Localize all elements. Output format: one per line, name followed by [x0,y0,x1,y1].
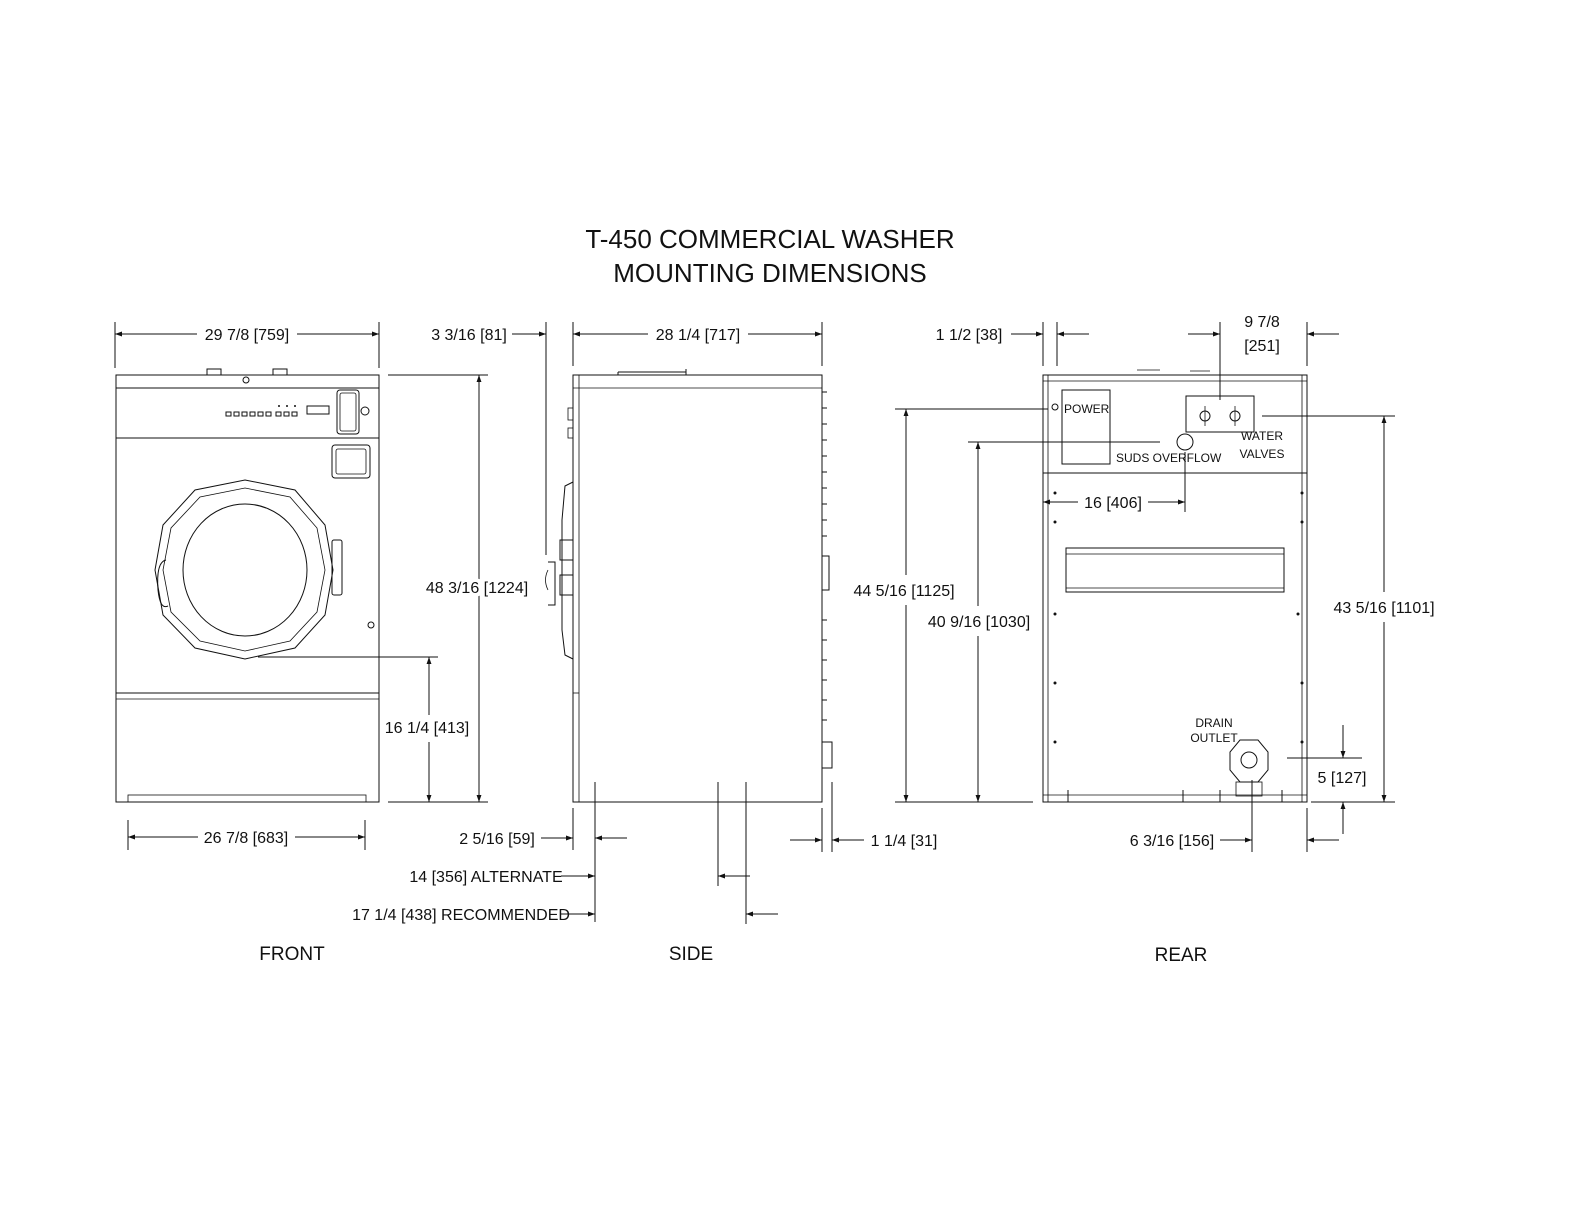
front-control-buttons [225,405,298,417]
rear-drain-offset-label: 6 3/16 [156] [1130,833,1215,850]
rear-drain-label-line-2: OUTLET [1190,731,1238,745]
front-cabinet [115,374,380,803]
rear-suds-offset-label: 16 [406] [1084,495,1142,512]
side-alternate-clearance-label: 14 [356] ALTERNATE [409,869,562,886]
rear-base-feet [1067,790,1283,802]
rear-drain-label-line-1: DRAIN [1195,716,1232,730]
front-display-window [306,405,330,415]
front-coin-return-icon [360,406,370,416]
title-line-2: MOUNTING DIMENSIONS [613,258,926,288]
rear-view-label: REAR [1155,945,1208,966]
side-recommended-clearance-label: 17 1/4 [438] RECOMMENDED [352,907,570,924]
side-door-profile [561,481,574,660]
front-door-glass [182,503,308,637]
rear-drain-outlet [1229,739,1269,783]
title-line-1: T-450 COMMERCIAL WASHER [585,224,954,254]
rear-power-box [1061,389,1111,465]
rear-suds-overflow-icon [1176,433,1194,451]
front-coin-mechanism [336,389,360,435]
rear-power-inlet-icon [1051,403,1059,411]
rear-valve-height-label: 43 5/16 [1101] [1333,600,1434,617]
rear-power-label: POWER [1064,402,1110,416]
rear-suds-height-label: 40 9/16 [1030] [928,614,1030,631]
side-dimensions: 28 1/4 [717] 3 3/16 [81] 2 5/16 [59] 1 1… [352,322,937,924]
rear-water-valves-label-line-2: VALVES [1240,447,1285,461]
front-overall-width-label: 29 7/8 [759] [205,327,290,344]
rear-louvre-panel [1065,547,1285,593]
rear-valve-offset-label-line-2: [251] [1244,338,1280,355]
front-view [115,368,380,803]
front-base-feet [127,794,367,803]
side-door-hinge-top [559,539,574,561]
view-labels: FRONT SIDE REAR [259,944,1207,966]
front-side-screw [367,621,375,629]
rear-view [1042,369,1308,803]
front-top-knob-right [272,368,288,376]
front-door-handle [331,539,343,596]
front-base-width-label: 26 7/8 [683] [204,830,289,847]
rear-screws [1053,491,1304,744]
side-door-handle [548,561,556,606]
side-overall-depth-label: 28 1/4 [717] [656,327,741,344]
side-rear-offset-label: 1 1/4 [31] [871,833,938,850]
rear-cabinet [1042,374,1308,803]
rear-labels: POWER SUDS OVERFLOW WATER VALVES DRAIN O… [1064,402,1284,745]
rear-left-offset-label: 1 1/2 [38] [936,327,1003,344]
front-door-center-height-label: 16 1/4 [413] [385,720,470,737]
front-view-label: FRONT [259,944,325,965]
rear-water-valves-label-line-1: WATER [1241,429,1283,443]
front-soap-dispenser [331,444,371,479]
front-door-ring [162,487,326,652]
rear-drain-opening-icon [1240,751,1258,769]
front-overall-height-label: 48 3/16 [1224] [426,580,528,597]
rear-power-height-label: 44 5/16 [1125] [853,583,954,600]
side-view [545,369,833,803]
front-top-screw [242,376,250,384]
front-top-knob-left [206,368,222,376]
rear-valve-offset-label-line-1: 9 7/8 [1244,314,1280,331]
side-control-knob [567,407,574,421]
rear-suds-overflow-label: SUDS OVERFLOW [1116,451,1222,465]
side-view-label: SIDE [669,944,713,965]
rear-drain-height-label: 5 [127] [1318,770,1367,787]
rear-dimensions: 1 1/2 [38] 9 7/8 [251] 44 5/16 [1125] 40… [853,314,1435,852]
side-cabinet [572,374,823,803]
rear-water-valve-plate [1185,395,1255,433]
side-rear-box [821,555,830,591]
front-dimensions: 29 7/8 [759] 26 7/8 [683] 48 3/16 [1224]… [114,322,532,850]
front-door-outer [154,479,334,660]
side-door-hinge-bottom [559,574,574,596]
side-drain-housing [821,741,833,769]
side-front-offset-label: 2 5/16 [59] [459,831,535,848]
side-rear-vents [822,391,827,721]
drawing-title: T-450 COMMERCIAL WASHER MOUNTING DIMENSI… [585,224,954,288]
front-door-hinge [157,559,169,608]
side-top-offset-label: 3 3/16 [81] [431,327,507,344]
